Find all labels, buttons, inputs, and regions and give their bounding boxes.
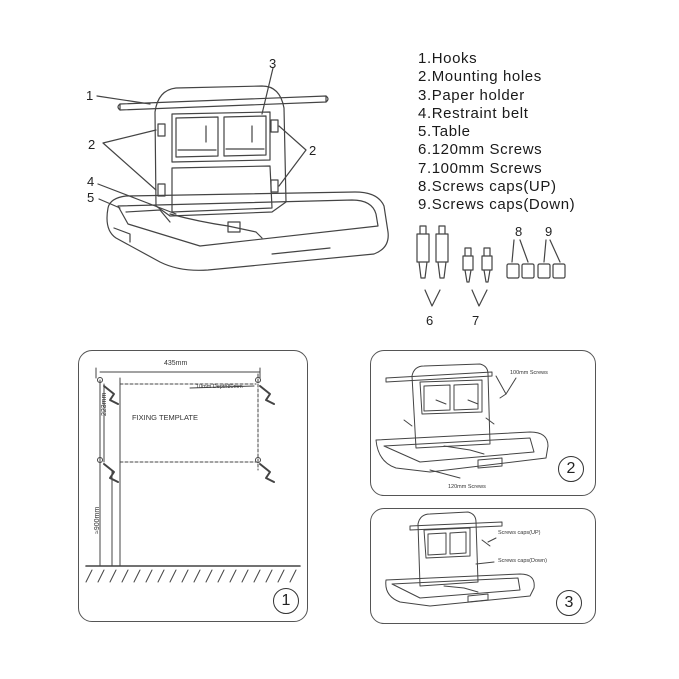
caps-up-label: Screws caps(UP) (498, 530, 541, 536)
callout-caps-up: 8 (515, 224, 523, 239)
step3-panel (370, 508, 596, 624)
legend-item: 2.Mounting holes (418, 68, 542, 86)
depth-note: 10mm Depth80mm (196, 384, 243, 390)
legend-item: 9.Screws caps(Down) (418, 196, 576, 214)
callout-mounting-left: 2 (88, 137, 96, 152)
callout-hooks: 1 (86, 88, 94, 103)
height-dimension: 223mm (101, 392, 108, 416)
caps-down-label: Screws caps(Down) (498, 558, 547, 564)
legend-item: 1.Hooks (418, 50, 478, 67)
step3-drawing (385, 511, 535, 607)
restraint-belt (169, 213, 263, 239)
mount-hole-br (270, 179, 279, 193)
screws-100-label: 100mm Screws (510, 370, 548, 376)
callout-screws-100: 7 (472, 313, 480, 328)
backrest (154, 85, 287, 217)
callout-paper-holder: 3 (269, 56, 277, 71)
callout-restraint-belt: 4 (87, 174, 95, 189)
legend-item: 7.100mm Screws (418, 159, 543, 177)
floor-dimension: ≈900mm (94, 506, 101, 534)
mount-hole-tr (270, 119, 279, 133)
hook-bar (119, 95, 327, 111)
screws-120-label: 120mm Screws (448, 484, 486, 490)
legend-item: 3.Paper holder (418, 86, 525, 104)
step2-number: 2 (558, 456, 584, 482)
legend-item: 8.Screws caps(UP) (418, 178, 557, 196)
table-body (106, 191, 389, 271)
mount-hole-tl (157, 123, 166, 137)
callout-screws-120: 6 (426, 313, 434, 328)
screws-100mm (462, 247, 493, 307)
fixing-template-label: FIXING TEMPLATE (132, 413, 198, 422)
step3-number: 3 (556, 590, 582, 616)
callout-table: 5 (87, 190, 95, 205)
step2-drawing (375, 363, 549, 479)
legend-item: 4.Restraint belt (418, 104, 529, 122)
mount-hole-bl (157, 183, 166, 197)
step1-panel (78, 350, 308, 622)
step1-drawing (85, 367, 301, 583)
legend-item: 6.120mm Screws (418, 141, 543, 159)
screw-caps (506, 239, 566, 279)
step1-number: 1 (273, 588, 299, 614)
width-dimension: 435mm (164, 360, 188, 367)
screws-120mm (416, 225, 449, 307)
step2-panel (370, 350, 596, 496)
legend-item: 5.Table (418, 123, 471, 141)
callout-caps-down: 9 (545, 224, 553, 239)
callout-mounting-right: 2 (309, 143, 317, 158)
